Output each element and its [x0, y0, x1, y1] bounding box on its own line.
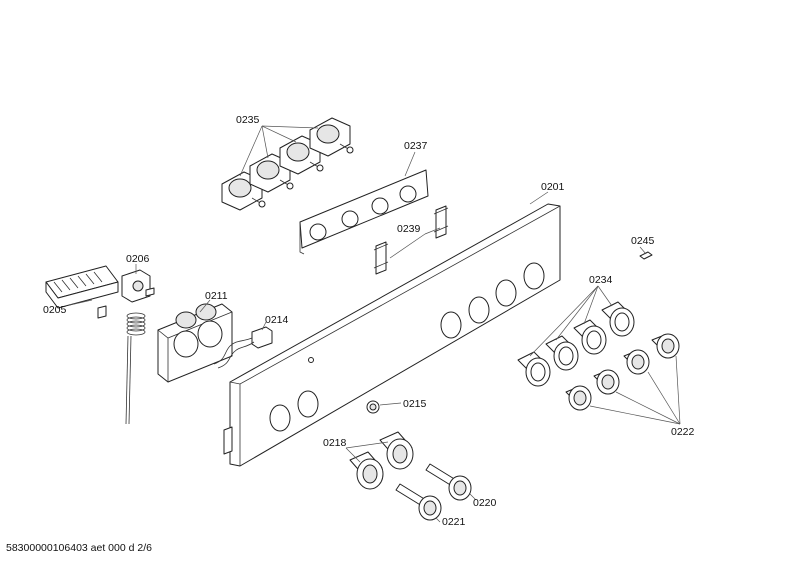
label-0211: 0211	[205, 290, 228, 302]
control-knob	[623, 349, 650, 375]
label-0215: 0215	[403, 398, 427, 410]
drawing-reference: 58300000106403 aet 000 d 2/6	[6, 542, 152, 554]
control-knob	[593, 369, 620, 395]
large-knob	[379, 431, 414, 470]
switch-group-0235: 0235	[221, 114, 354, 211]
label-0205: 0205	[43, 304, 67, 316]
label-0221: 0221	[442, 516, 466, 528]
large-knob	[349, 451, 384, 490]
indicator-lens-0215: 0215	[366, 398, 427, 414]
label-0206: 0206	[126, 253, 150, 265]
bracket-plate-0237: 0237	[299, 140, 429, 255]
knob-ring	[601, 301, 635, 337]
knob-ring	[517, 351, 551, 387]
clip-pair-0239: 0239	[373, 205, 449, 275]
label-0245: 0245	[631, 235, 655, 247]
switch-housing-0211: 0211	[157, 290, 233, 383]
label-0218: 0218	[323, 437, 347, 449]
rotary-switch	[309, 117, 354, 157]
label-0214: 0214	[265, 314, 289, 326]
lamp-switch-0214: 0214	[213, 314, 289, 369]
label-0201: 0201	[541, 181, 565, 193]
control-knob	[565, 385, 592, 411]
label-0222: 0222	[671, 426, 695, 438]
small-clip-0245: 0245	[631, 235, 655, 260]
thermostat-0206: 0206	[121, 253, 155, 425]
control-knob	[651, 333, 680, 359]
knob-ring-group-0234: 0234	[517, 274, 635, 387]
large-knob-group-0218: 0218	[323, 431, 414, 490]
label-0239: 0239	[397, 223, 421, 235]
label-0237: 0237	[404, 140, 428, 152]
label-0234: 0234	[589, 274, 613, 286]
knob-ring	[545, 335, 579, 371]
knob-ring	[573, 319, 607, 355]
knob-group-0222: 0222	[565, 333, 695, 438]
terminal-block-0205: 0205	[43, 265, 119, 319]
control-panel-0201: 0201	[223, 181, 565, 467]
label-0235: 0235	[236, 114, 260, 126]
rotary-switch	[249, 153, 294, 193]
shaft-knob-0221: 0221	[395, 483, 466, 528]
shaft-knob-0220: 0220	[425, 463, 497, 509]
label-0220: 0220	[473, 497, 497, 509]
